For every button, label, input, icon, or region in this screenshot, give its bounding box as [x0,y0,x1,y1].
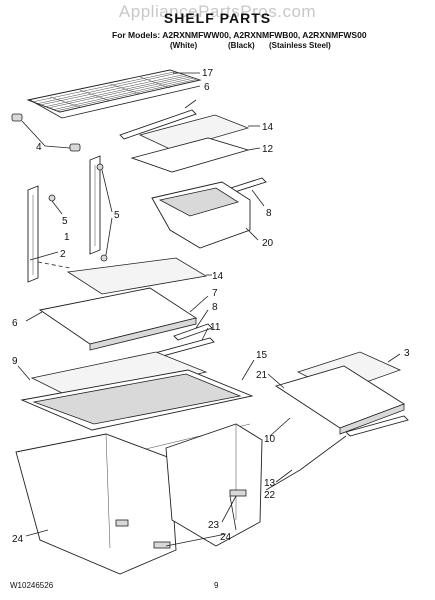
callout-21: 21 [256,370,268,381]
shelf-trim-upper [119,109,197,140]
callout-17: 17 [202,68,214,79]
callout-9: 9 [12,356,18,367]
shelf-brackets [11,113,81,152]
callout-14-middle: 14 [212,271,224,282]
callout-2: 2 [60,249,66,260]
callout-14-top: 14 [262,122,274,133]
callout-15: 15 [256,350,268,361]
watermark: AppliancePartsPros.com [118,2,317,21]
callout-12: 12 [262,144,274,155]
callout-23: 23 [208,520,220,531]
shelf-trim-right [345,415,409,437]
callout-13: 13 [264,478,276,489]
callout-7: 7 [212,288,218,299]
callout-10: 10 [264,434,276,445]
crisper-pans [15,423,263,575]
wire-shelf [26,69,202,119]
callout-22: 22 [264,490,276,501]
callout-6-top: 6 [204,82,210,93]
callout-6-middle: 6 [12,318,18,329]
vertical-rails [27,155,101,283]
callout-4: 4 [36,142,42,153]
callout-8-top: 8 [266,208,272,219]
page-number: 9 [214,581,219,590]
pan-rail-insert [229,489,247,497]
callout-3: 3 [404,348,410,359]
callout-20: 20 [262,238,274,249]
variant-stainless: (Stainless Steel) [269,41,331,50]
callout-24-right: 24 [220,532,232,543]
callout-24-left: 24 [12,534,24,545]
variant-white: (White) [170,41,198,50]
document-code: W10246526 [10,581,54,590]
page-title: SHELF PARTS [163,10,272,26]
callout-11: 11 [210,322,221,333]
callout-5-left: 5 [62,216,68,227]
callout-8-middle: 8 [212,302,218,313]
callout-5-right: 5 [114,210,120,221]
variant-black: (Black) [228,41,255,50]
shelf-trim-middle [173,323,213,341]
glass-shelf-upper [138,114,250,151]
models-line: For Models: A2RXNMFWW00, A2RXNMFWB00, A2… [112,30,367,40]
glass-shelf-middle [66,257,208,295]
callout-1: 1 [64,232,70,243]
